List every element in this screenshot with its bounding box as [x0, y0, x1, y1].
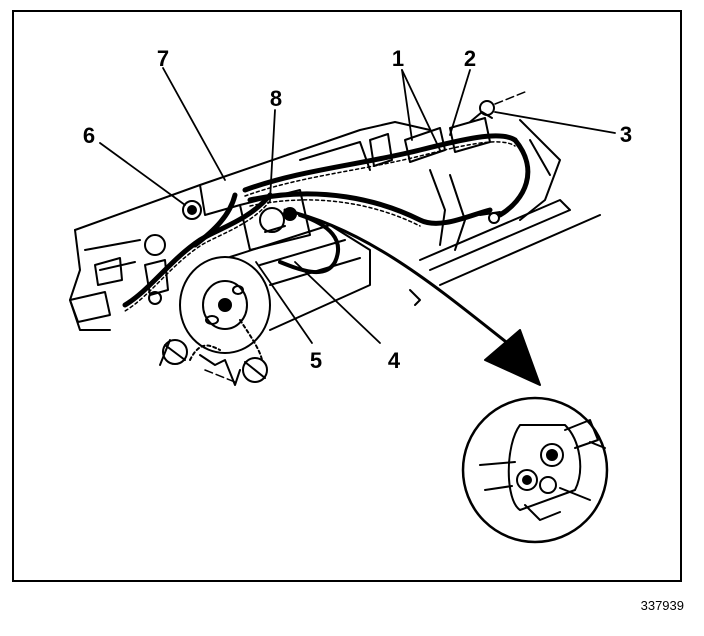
battery-cable — [278, 213, 341, 275]
callout-labels: 7 8 6 1 2 3 5 4 — [83, 46, 632, 373]
callout-1: 1 — [392, 46, 404, 71]
callout-7: 7 — [157, 46, 169, 71]
callout-5: 5 — [310, 348, 322, 373]
callout-8: 8 — [270, 86, 282, 111]
wiring-harness — [122, 133, 531, 308]
removed-bolts — [159, 319, 268, 386]
leader-lines — [99, 67, 616, 344]
harness-connectors — [369, 100, 501, 251]
detail-inset — [461, 396, 609, 544]
figure-number: 337939 — [640, 598, 684, 613]
nut-fastener — [144, 200, 202, 305]
callout-4: 4 — [388, 348, 401, 373]
callout-6: 6 — [83, 123, 95, 148]
starter-motor — [179, 224, 371, 354]
detail-arrow — [283, 208, 541, 386]
callout-3: 3 — [620, 122, 632, 147]
callout-2: 2 — [464, 46, 476, 71]
